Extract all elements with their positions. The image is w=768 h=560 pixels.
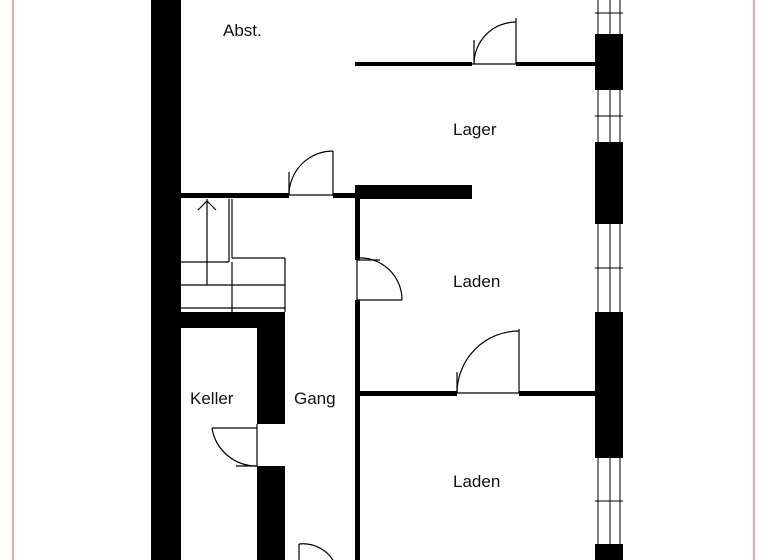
stair-arrow-icon [197,200,217,211]
window-2 [595,90,623,142]
door-stair-abst [288,150,334,196]
wall-exterior-right-4 [595,544,623,560]
door-gang-bottom [298,543,334,560]
walls [151,0,623,560]
door-laden-laden [456,329,520,394]
room-label-laden-upper: Laden [453,272,500,291]
wall-stair-top-left [181,193,289,198]
room-label-laden-lower: Laden [453,472,500,491]
door-gang-laden [356,257,403,301]
door-abst-lager [472,18,517,65]
wall-exterior-right-2 [595,142,623,224]
wall-exterior-left [151,0,181,560]
room-label-gang: Gang [294,389,336,408]
door-keller-gang [211,424,258,467]
staircase [181,199,286,312]
wall-gang-right-lower [355,300,360,560]
room-label-lager: Lager [453,120,497,139]
wall-lager-bottom [355,185,472,199]
wall-gang-right-upper [355,198,360,260]
wall-abst-lager-left [355,62,472,66]
window-1 [595,0,623,34]
wall-laden-partition-right [519,391,596,396]
doors [211,18,520,560]
window-4 [595,458,623,544]
wall-exterior-right-3 [595,312,623,458]
wall-stair-top-right [333,193,355,198]
wall-keller-right-upper [257,312,285,424]
window-3 [595,224,623,312]
wall-exterior-right-1 [595,34,623,90]
wall-keller-right-lower [257,466,285,560]
room-label-keller: Keller [190,389,234,408]
windows [595,0,623,544]
wall-laden-partition-left [360,391,457,396]
wall-abst-lager-right [516,62,596,66]
room-label-abst: Abst. [223,21,262,40]
